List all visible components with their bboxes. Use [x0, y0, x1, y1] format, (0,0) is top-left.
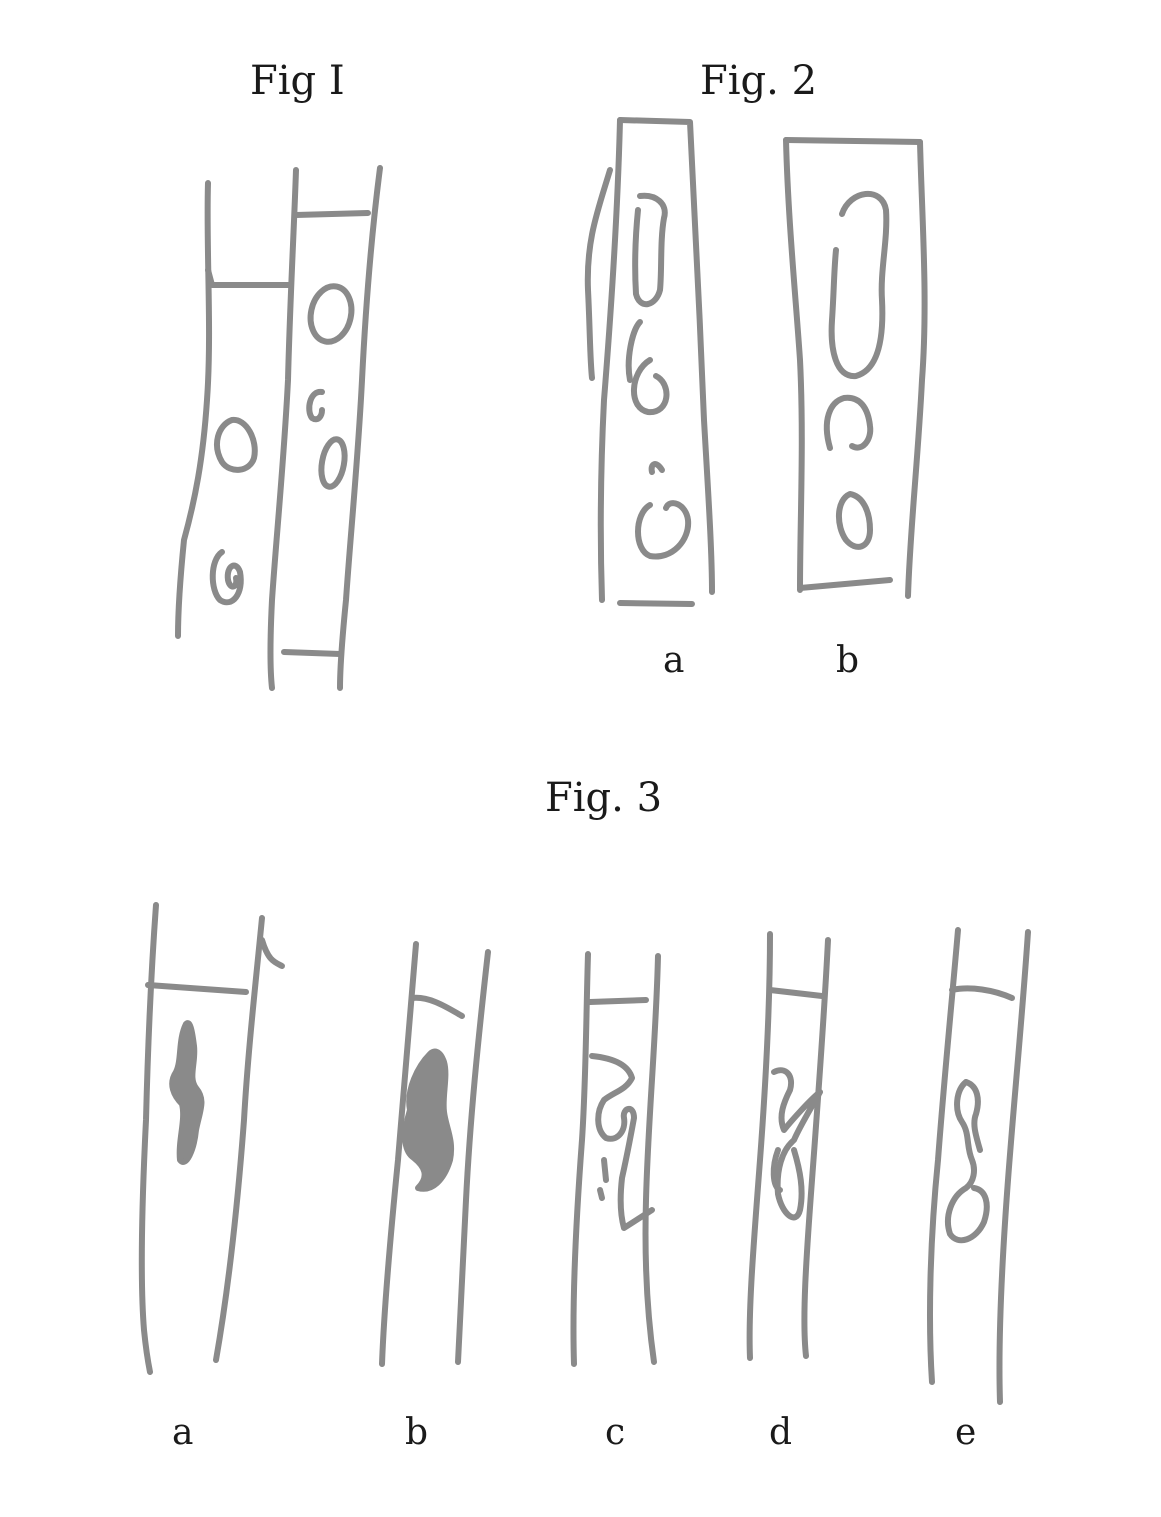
fig3d-content — [770, 1147, 783, 1193]
fig1-granule — [307, 283, 355, 345]
fig2-label-a: a — [663, 640, 685, 681]
fig1-shared-wall — [267, 167, 299, 691]
fig2b-cell-wall-left — [783, 137, 805, 593]
fig3a-drawing — [138, 902, 285, 1375]
fig3-label-e: e — [955, 1412, 977, 1453]
fig3a-content — [169, 1020, 205, 1165]
fig3-title: Fig. 3 — [545, 775, 663, 821]
fig2-title: Fig. 2 — [700, 58, 818, 104]
fig2b-granule — [836, 491, 873, 550]
fig2b-cell-wall-right — [905, 139, 928, 599]
fig3d-wall-left — [746, 931, 773, 1361]
fig3e-wall-right — [996, 929, 1031, 1405]
fig2b-granule — [823, 394, 874, 451]
fig3c-drawing — [570, 951, 661, 1367]
fig3e-crosswall — [949, 985, 1015, 1001]
fig3d-content — [771, 1067, 823, 1221]
fig3c-content — [601, 1157, 609, 1183]
fig3b-content — [402, 1048, 455, 1192]
fig1-right-cell-crosswall-top — [293, 210, 371, 218]
fig2-label-b: b — [836, 640, 860, 681]
fig3-label-b: b — [405, 1412, 429, 1453]
fig1-right-cell-crosswall-bottom — [281, 649, 343, 657]
fig1-left-cell-wall-left — [175, 180, 213, 639]
fig3a-wall-right — [213, 915, 265, 1363]
fig2a-outer-wall — [584, 167, 613, 381]
fig2a-granule — [635, 500, 692, 560]
fig2-drawing — [584, 117, 928, 607]
fig1-right-cell-wall-right — [337, 165, 383, 691]
fig3e-content — [945, 1079, 990, 1244]
fig3e-drawing — [927, 927, 1031, 1405]
fig2b-granule — [828, 191, 890, 379]
fig2a-cell-wall — [617, 117, 715, 595]
fig2a-cell-bottom — [617, 600, 695, 607]
fig3b-wall-left — [379, 941, 419, 1367]
fig1-granule — [214, 417, 258, 473]
fig3c-crosswall — [587, 997, 649, 1005]
fig3d-crosswall — [767, 987, 825, 999]
fig3-label-c: c — [605, 1412, 626, 1453]
fig3d-wall-right — [801, 937, 831, 1359]
fig3a-wall-left — [138, 902, 159, 1375]
fig3c-wall-left — [570, 951, 591, 1367]
fig3e-wall-left — [927, 927, 961, 1385]
fig3b-wall-right — [455, 949, 491, 1365]
fig3c-content — [589, 1053, 655, 1231]
fig2a-cell-wall — [597, 117, 623, 603]
fig2a-granule — [631, 357, 670, 415]
fig1-granule — [306, 388, 325, 423]
fig2b-cell-top — [783, 137, 923, 145]
fig3c-content — [597, 1187, 605, 1201]
fig1-title: Fig I — [250, 58, 345, 104]
fig1-drawing — [175, 165, 383, 691]
fig3b-drawing — [379, 941, 491, 1367]
fig1-granule — [318, 436, 348, 490]
fig2a-granule — [625, 319, 643, 383]
fig1-left-cell-crosswall — [205, 267, 293, 288]
fig1-granule — [209, 549, 244, 606]
fig3c-wall-right — [642, 953, 661, 1365]
fig2a-granule — [632, 192, 668, 307]
fig3-label-d: d — [769, 1412, 793, 1453]
fig3b-crosswall — [409, 994, 465, 1019]
fig2b-cell-bottom — [797, 577, 893, 591]
fig3d-drawing — [746, 931, 831, 1361]
fig3a-crosswall — [145, 982, 249, 995]
fig3-label-a: a — [172, 1412, 194, 1453]
fig3a-wall-hook — [259, 937, 285, 969]
fig2a-granule — [648, 461, 665, 475]
fig3e-content — [963, 1079, 983, 1153]
